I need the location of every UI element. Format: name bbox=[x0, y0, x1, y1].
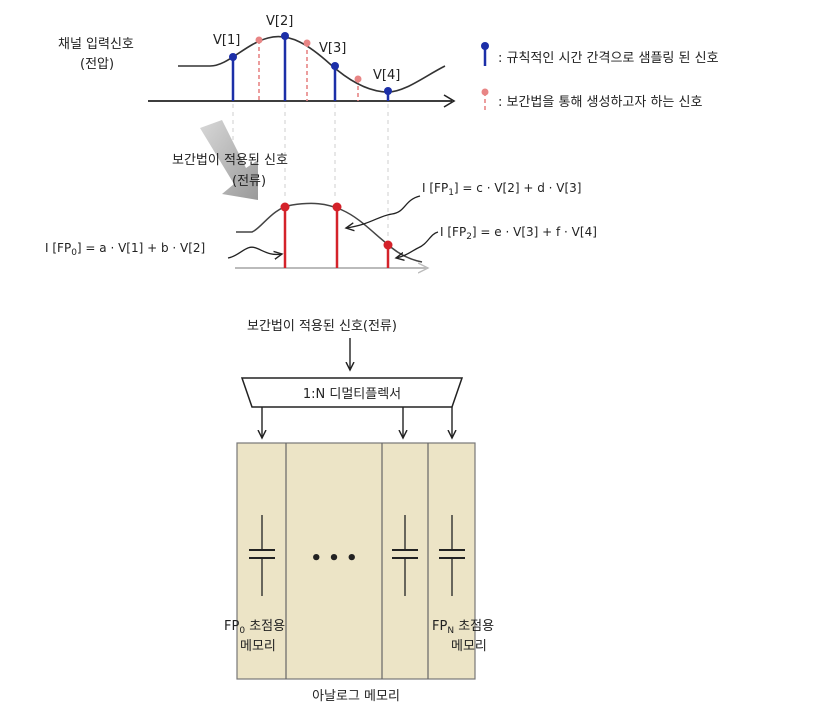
sample-label-v3: V[3] bbox=[319, 41, 346, 56]
sample-point-v1 bbox=[229, 53, 237, 61]
interp-point-2 bbox=[303, 39, 311, 47]
demux-label: 1:N 디멀티플렉서 bbox=[303, 387, 401, 402]
interpolated-signal-unit: (전류) bbox=[232, 174, 266, 189]
fp2-point bbox=[383, 240, 393, 250]
sample-point-v4 bbox=[384, 87, 392, 95]
capacitor-fpn-icon bbox=[439, 515, 465, 596]
interpolated-signal-label: 보간법이 적용된 신호 bbox=[172, 153, 288, 168]
fp0-formula: I [FP0] = a · V[1] + b · V[2] bbox=[45, 241, 205, 258]
memory-ellipsis: • • • bbox=[310, 548, 357, 569]
memory-fpn-label-line2: 메모리 bbox=[451, 639, 487, 654]
legend-sampled-icon bbox=[481, 42, 489, 50]
legend-interpolated-icon bbox=[481, 88, 489, 96]
channel-signal-label: 채널 입력신호 bbox=[58, 37, 134, 52]
sample-point-v3 bbox=[331, 62, 339, 70]
bottom-section: 보간법이 적용된 신호(전류) 1:N 디멀티플렉서 bbox=[224, 319, 494, 704]
capacitor-mid-icon bbox=[392, 515, 418, 596]
fp2-pointer-arrow-icon bbox=[396, 231, 439, 258]
analog-memory-block bbox=[236, 442, 476, 680]
sample-label-v1: V[1] bbox=[213, 33, 240, 48]
analog-memory-label: 아날로그 메모리 bbox=[312, 689, 400, 704]
capacitor-fp0-icon bbox=[249, 515, 275, 596]
input-signal-curve bbox=[178, 35, 446, 93]
legend: : 규칙적인 시간 간격으로 샘플링 된 신호 : 보간법을 통해 생성하고자 … bbox=[481, 42, 719, 112]
top-axis-arrow-icon bbox=[443, 94, 456, 108]
legend-sampled-text: : 규칙적인 시간 간격으로 샘플링 된 신호 bbox=[498, 51, 719, 66]
legend-interpolated-text: : 보간법을 통해 생성하고자 하는 신호 bbox=[498, 95, 702, 110]
memory-fpn-label: FPN 초점용 bbox=[432, 619, 494, 636]
interp-point-1 bbox=[255, 36, 263, 44]
sample-label-v2: V[2] bbox=[266, 14, 293, 29]
sample-label-v4: V[4] bbox=[373, 68, 400, 83]
memory-fp0-label-line2: 메모리 bbox=[240, 639, 276, 654]
middle-plot: 보간법이 적용된 신호 (전류) I [FP1] = c · V[2] + d … bbox=[45, 153, 597, 268]
fp2-formula: I [FP2] = e · V[3] + f · V[4] bbox=[440, 225, 597, 242]
channel-signal-unit: (전압) bbox=[80, 57, 114, 72]
top-plot: 채널 입력신호 (전압) V[1] V[2] V[3] V[4] bbox=[58, 14, 456, 240]
demux-input-label: 보간법이 적용된 신호(전류) bbox=[247, 319, 397, 334]
big-down-arrow-icon bbox=[200, 120, 258, 200]
fp1-pointer-arrow-icon bbox=[346, 195, 421, 228]
fp1-formula: I [FP1] = c · V[2] + d · V[3] bbox=[422, 181, 582, 198]
fp1-point bbox=[332, 202, 342, 212]
fp0-point bbox=[280, 202, 290, 212]
memory-fp0-label: FP0 초점용 bbox=[224, 619, 285, 636]
interp-point-3 bbox=[354, 75, 362, 83]
fp0-pointer-arrow-icon bbox=[227, 246, 282, 258]
interpolated-signal-curve bbox=[236, 202, 423, 263]
sample-point-v2 bbox=[281, 32, 289, 40]
